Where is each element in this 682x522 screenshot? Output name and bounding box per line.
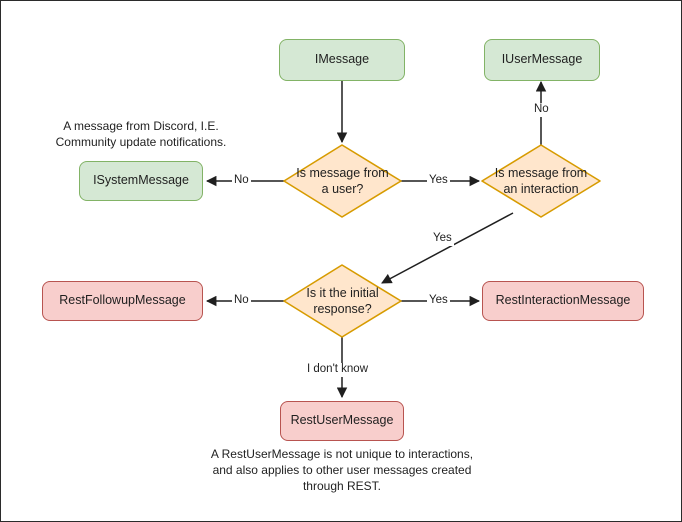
note-rest-user-message: A RestUserMessage is not unique to inter…: [210, 447, 474, 493]
node-restinteractionmessage[interactable]: RestInteractionMessage: [482, 281, 644, 321]
node-restusermessage[interactable]: RestUserMessage: [280, 401, 404, 441]
node-restinteractionmessage-label: RestInteractionMessage: [495, 293, 631, 308]
node-is-message-from-interaction-label: Is message from an interaction: [494, 165, 588, 196]
edge-interaction-yes-to-initial-decision: [381, 212, 514, 284]
node-is-initial-response[interactable]: Is it the initial response?: [284, 265, 401, 337]
edge-label-interaction-yes: Yes: [431, 232, 454, 246]
edge-label-user-no: No: [232, 174, 251, 188]
node-iusermessage[interactable]: IUserMessage: [484, 39, 600, 81]
node-is-message-from-user-label: Is message from a user?: [296, 165, 389, 196]
node-imessage[interactable]: IMessage: [279, 39, 405, 81]
node-iusermessage-label: IUserMessage: [501, 52, 583, 67]
node-restusermessage-label: RestUserMessage: [290, 413, 394, 428]
edge-label-initial-unknown: I don't know: [305, 363, 371, 377]
node-imessage-label: IMessage: [314, 52, 370, 67]
node-restfollowupmessage[interactable]: RestFollowupMessage: [42, 281, 203, 321]
edge-label-initial-yes: Yes: [427, 294, 450, 308]
node-restfollowupmessage-label: RestFollowupMessage: [59, 293, 186, 308]
node-isystemmessage[interactable]: ISystemMessage: [79, 161, 203, 201]
node-isystemmessage-label: ISystemMessage: [93, 173, 189, 188]
node-is-initial-response-label: Is it the initial response?: [306, 285, 379, 316]
edge-label-user-yes: Yes: [427, 174, 450, 188]
node-is-message-from-user[interactable]: Is message from a user?: [284, 145, 401, 217]
node-is-message-from-interaction[interactable]: Is message from an interaction: [482, 145, 600, 217]
edge-label-initial-no: No: [232, 294, 251, 308]
note-system-message: A message from Discord, I.E. Community u…: [55, 119, 227, 149]
edge-label-interaction-no: No: [532, 103, 551, 117]
